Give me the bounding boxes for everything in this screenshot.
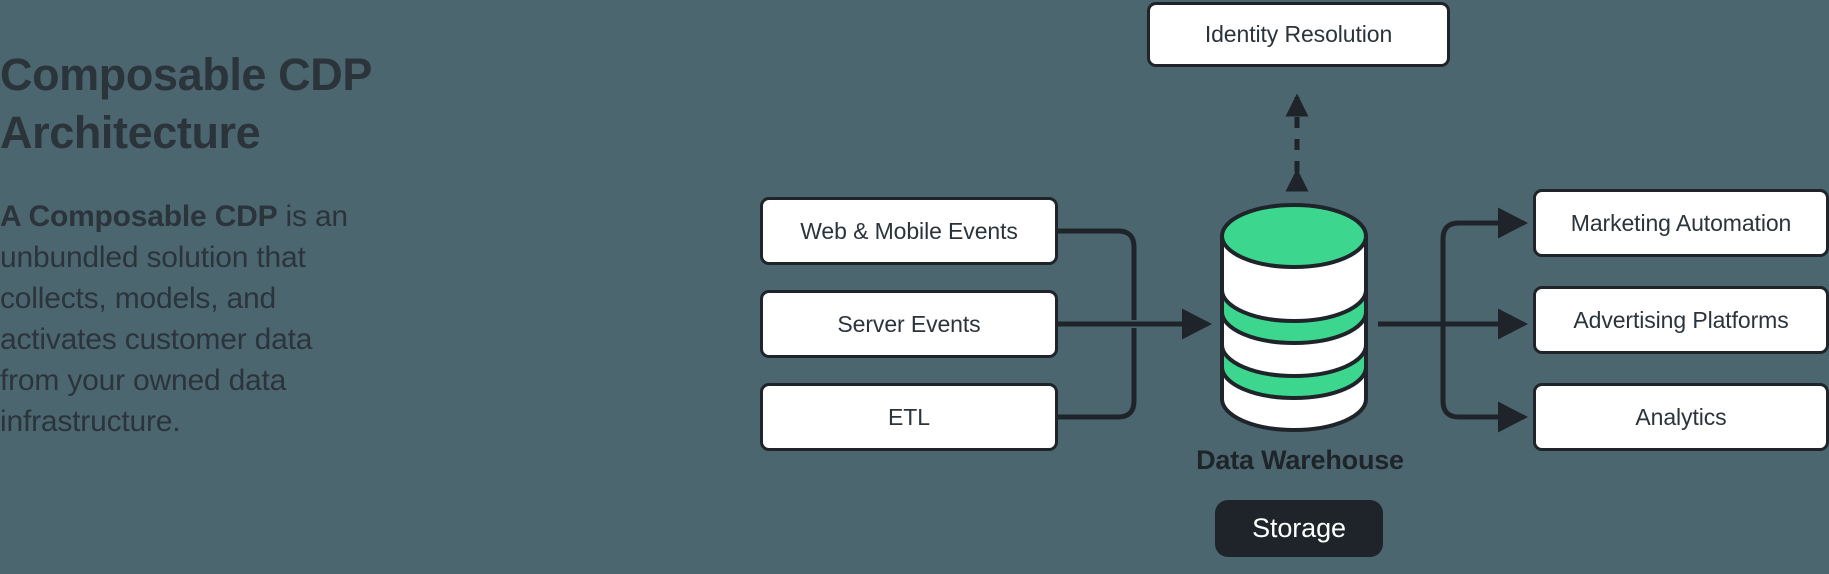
storage-badge: Storage [1215, 500, 1383, 557]
data-warehouse-cylinder-icon [1220, 203, 1368, 432]
node-web-mobile-events-label: Web & Mobile Events [800, 217, 1018, 244]
node-advertising-platforms-label: Advertising Platforms [1573, 306, 1789, 333]
source-connectors [1058, 228, 1213, 420]
destination-connectors [1378, 207, 1529, 433]
connector-marketing-automation [1440, 207, 1529, 324]
node-server-events-label: Server Events [837, 310, 981, 337]
data-warehouse-label: Data Warehouse [1196, 445, 1404, 475]
node-identity-resolution[interactable]: Identity Resolution [1147, 2, 1450, 67]
intro-paragraph-lead: A Composable CDP [0, 200, 278, 233]
intro-text-column: Composable CDP Architecture A Composable… [0, 46, 430, 442]
node-analytics[interactable]: Analytics [1533, 383, 1829, 451]
node-etl[interactable]: ETL [760, 383, 1058, 451]
intro-paragraph-rest: is an unbundled solution that collects, … [0, 200, 348, 438]
connector-web-mobile-events [1058, 228, 1137, 320]
intro-paragraph: A Composable CDP is an unbundled solutio… [0, 196, 375, 442]
node-identity-resolution-label: Identity Resolution [1204, 21, 1393, 47]
connector-etl [1058, 328, 1137, 420]
node-analytics-label: Analytics [1635, 403, 1727, 430]
node-marketing-automation[interactable]: Marketing Automation [1533, 189, 1829, 257]
node-advertising-platforms[interactable]: Advertising Platforms [1533, 286, 1829, 354]
connector-analytics [1440, 324, 1529, 433]
node-web-mobile-events[interactable]: Web & Mobile Events [760, 197, 1058, 265]
page-title: Composable CDP Architecture [0, 49, 372, 158]
node-etl-label: ETL [888, 403, 930, 430]
node-marketing-automation-label: Marketing Automation [1570, 209, 1792, 236]
node-server-events[interactable]: Server Events [760, 290, 1058, 358]
